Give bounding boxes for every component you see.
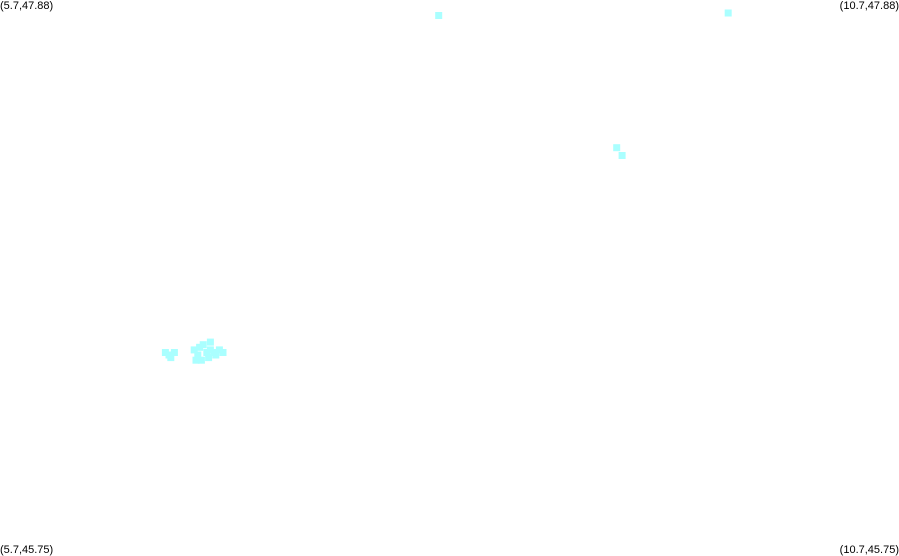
- map-marker: [194, 351, 202, 359]
- map-marker: [203, 349, 211, 356]
- map-marker: [613, 144, 621, 152]
- map-marker: [435, 12, 443, 19]
- map-marker: [215, 346, 223, 354]
- map-marker: [197, 356, 205, 364]
- map-marker: [170, 349, 178, 356]
- map-marker: [618, 152, 626, 159]
- map-marker: [199, 341, 207, 349]
- corner-label-bottom-right: (10.7,45.75): [839, 544, 899, 556]
- map-marker: [219, 349, 227, 356]
- corner-label-bottom-left: (5.7,45.75): [0, 544, 54, 556]
- corner-label-top-right: (10.7,47.88): [839, 0, 899, 12]
- map-marker: [724, 9, 732, 17]
- map-marker: [206, 346, 214, 354]
- map-marker: [190, 346, 198, 354]
- map-marker: [196, 343, 204, 351]
- map-marker: [205, 354, 213, 362]
- map-marker: [161, 349, 169, 356]
- map-marker: [212, 351, 220, 359]
- map-marker: [167, 354, 175, 362]
- map-marker: [206, 338, 214, 346]
- corner-label-top-left: (5.7,47.88): [0, 0, 54, 12]
- map-marker: [192, 356, 200, 364]
